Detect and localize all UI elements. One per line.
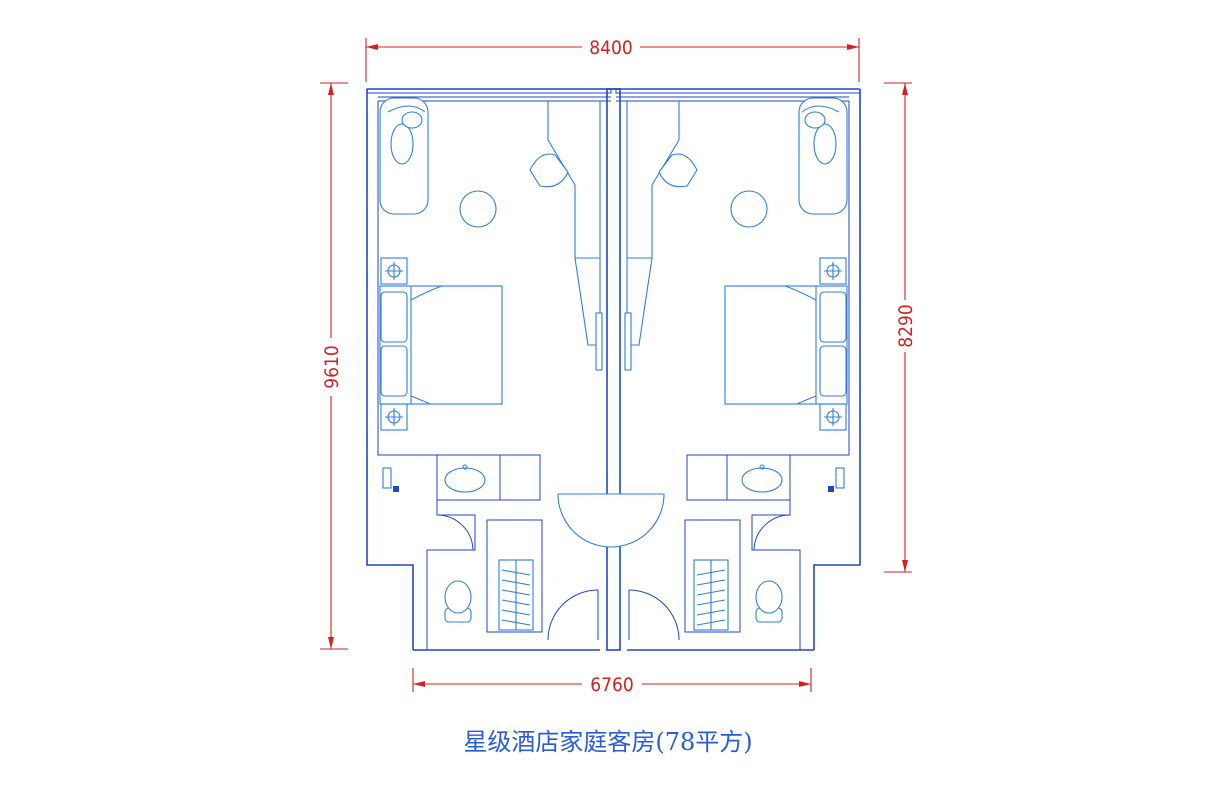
dimension-bottom: 6760	[412, 668, 812, 696]
plan-caption: 星级酒店家庭客房(78平方)	[463, 728, 752, 756]
dimension-right-label: 8290	[895, 304, 917, 348]
room-right	[615, 88, 861, 651]
room-left	[366, 88, 612, 651]
central-wall	[367, 88, 859, 651]
dimension-top: 8400	[365, 37, 860, 82]
dimension-bottom-label: 6760	[590, 674, 634, 696]
dimension-right: 8290	[884, 82, 917, 573]
dimension-top-label: 8400	[589, 37, 633, 59]
shared-basin	[557, 493, 665, 548]
dimension-left: 9610	[320, 82, 348, 650]
dimension-left-label: 9610	[321, 345, 343, 389]
